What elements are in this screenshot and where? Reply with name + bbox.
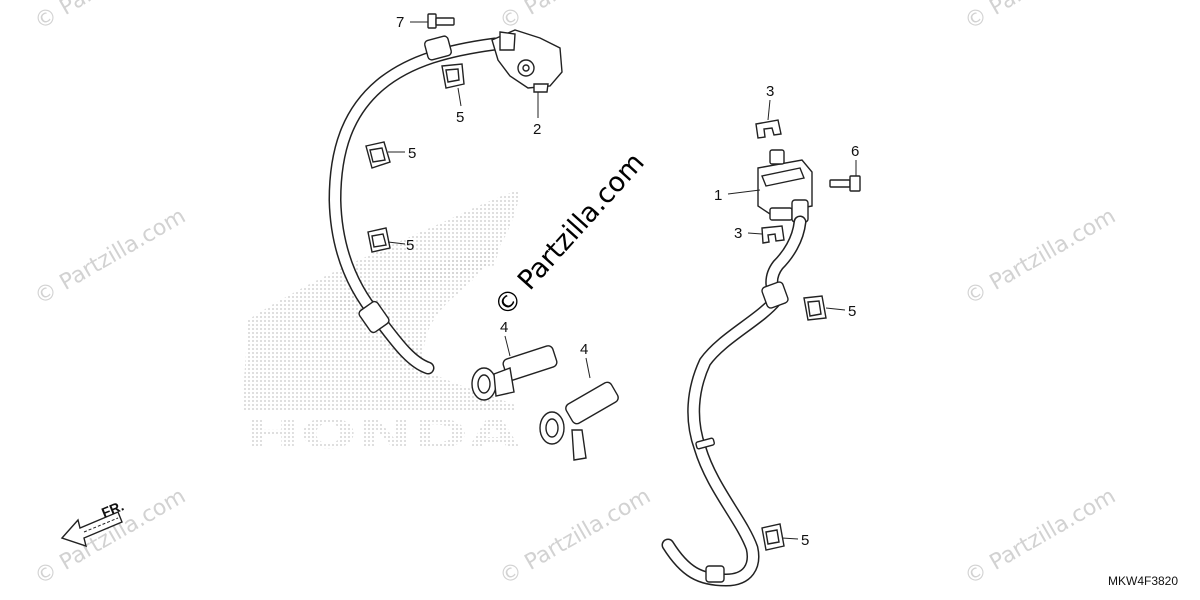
hose-sleeve <box>761 281 789 309</box>
clamp-5-right-top <box>803 295 827 321</box>
callout-5: 5 <box>848 303 856 320</box>
callout-5: 5 <box>408 145 416 162</box>
part-6-bolt <box>829 175 861 192</box>
watermark: © Partzilla.com <box>31 484 191 591</box>
callout-7: 7 <box>396 14 404 31</box>
callout-4: 4 <box>500 319 508 336</box>
front-direction-indicator: FR. <box>60 497 126 548</box>
watermark: © Partzilla.com <box>961 204 1121 311</box>
callout-1: 1 <box>714 187 722 204</box>
left-hose <box>328 35 502 375</box>
callout-3: 3 <box>734 225 742 242</box>
diagram-part-code: MKW4F3820 <box>1108 574 1178 588</box>
part-3-clip-bottom <box>761 225 785 244</box>
clamp-5-right-bottom <box>761 523 785 551</box>
part-4-connector-left <box>471 345 558 401</box>
watermark: © Partzilla.com <box>961 0 1121 35</box>
hose-sleeve <box>358 300 390 334</box>
watermark: © Partzilla.com <box>496 0 656 35</box>
leader-lines <box>387 21 857 540</box>
callout-5: 5 <box>801 532 809 549</box>
hose-band <box>695 437 715 450</box>
part-4-connector-right <box>539 381 619 461</box>
background-watermarks: © Partzilla.com © Partzilla.com © Partzi… <box>31 0 1121 590</box>
part-7-bolt <box>427 13 455 29</box>
callout-5: 5 <box>456 109 464 126</box>
callout-4: 4 <box>580 341 588 358</box>
center-watermark: © Partzilla.com <box>488 147 650 323</box>
watermark: © Partzilla.com <box>496 484 656 591</box>
callouts: 7 2 5 5 5 4 4 3 6 1 3 5 5 <box>396 14 859 549</box>
callout-2: 2 <box>533 121 541 138</box>
callout-6: 6 <box>851 143 859 160</box>
callout-3: 3 <box>766 83 774 100</box>
clamp-5-left-top <box>441 63 465 89</box>
front-arrow-icon <box>60 511 123 548</box>
hose-band <box>705 565 725 583</box>
hose-sleeve <box>424 35 452 61</box>
watermark: © Partzilla.com <box>961 484 1121 591</box>
right-hose <box>661 215 807 587</box>
clamp-5-left-low <box>367 227 391 253</box>
watermark: © Partzilla.com <box>31 204 191 311</box>
part-3-clip-top <box>755 119 782 139</box>
callout-5: 5 <box>406 237 414 254</box>
honda-wing-logo: HONDA <box>242 190 520 458</box>
watermark: © Partzilla.com <box>31 0 191 35</box>
part-2-valve <box>491 29 563 93</box>
front-label: FR. <box>99 497 126 520</box>
clamp-5-left-mid <box>365 141 391 169</box>
honda-logo-text: HONDA <box>244 412 520 458</box>
part-1-solenoid <box>757 149 813 223</box>
